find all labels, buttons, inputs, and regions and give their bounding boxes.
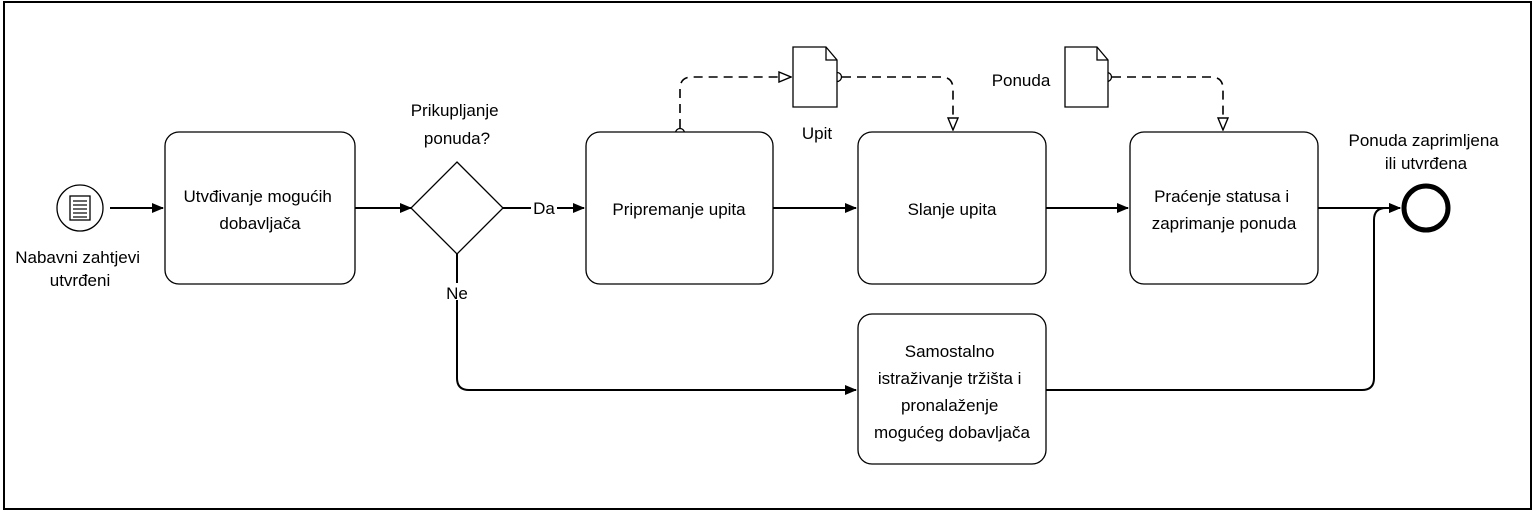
assoc-prepare-to-inquiry <box>679 77 791 128</box>
gateway-yes-label: Da <box>533 199 555 218</box>
diagram-frame <box>3 1 1532 510</box>
data-object-inquiry-label: Upit <box>802 124 833 143</box>
task-prepare-inquiry-label: Pripremanje upita <box>612 200 746 219</box>
assoc-inquiry-to-send <box>842 76 953 130</box>
task-send-inquiry[interactable]: Slanje upita <box>857 131 1047 285</box>
end-event[interactable] <box>1401 183 1451 233</box>
start-event-label: Nabavni zahtjevi utvrđeni <box>15 248 144 290</box>
gateway-no-label: Ne <box>446 284 468 303</box>
flow-gateway-no <box>456 300 857 395</box>
gateway-question: Prikupljanje ponuda? <box>411 101 504 148</box>
task-market-research[interactable]: Samostalno istraživanje tržišta i pronal… <box>857 313 1047 465</box>
start-event[interactable] <box>56 184 104 232</box>
message-list-icon <box>69 195 91 221</box>
task-send-inquiry-label: Slanje upita <box>908 200 997 219</box>
flow-research-to-end <box>1046 203 1401 391</box>
task-identify-suppliers-label: Utvđivanje mogućih dobavljača <box>183 187 336 233</box>
task-track-offers[interactable]: Praćenje statusa i zaprimanje ponuda <box>1129 131 1319 285</box>
exclusive-gateway[interactable] <box>410 161 504 255</box>
task-prepare-inquiry[interactable]: Pripremanje upita <box>585 131 774 285</box>
task-identify-suppliers[interactable]: Utvđivanje mogućih dobavljača <box>164 131 356 285</box>
data-object-offer[interactable] <box>1064 46 1109 108</box>
task-market-research-label: Samostalno istraživanje tržišta i pronal… <box>874 342 1030 442</box>
data-object-offer-label: Ponuda <box>992 71 1051 90</box>
data-object-inquiry[interactable] <box>792 46 838 108</box>
assoc-offer-to-track <box>1112 76 1223 130</box>
task-track-offers-label: Praćenje statusa i zaprimanje ponuda <box>1152 187 1297 233</box>
end-event-label: Ponuda zaprimljena ili utvrđena <box>1349 131 1504 173</box>
